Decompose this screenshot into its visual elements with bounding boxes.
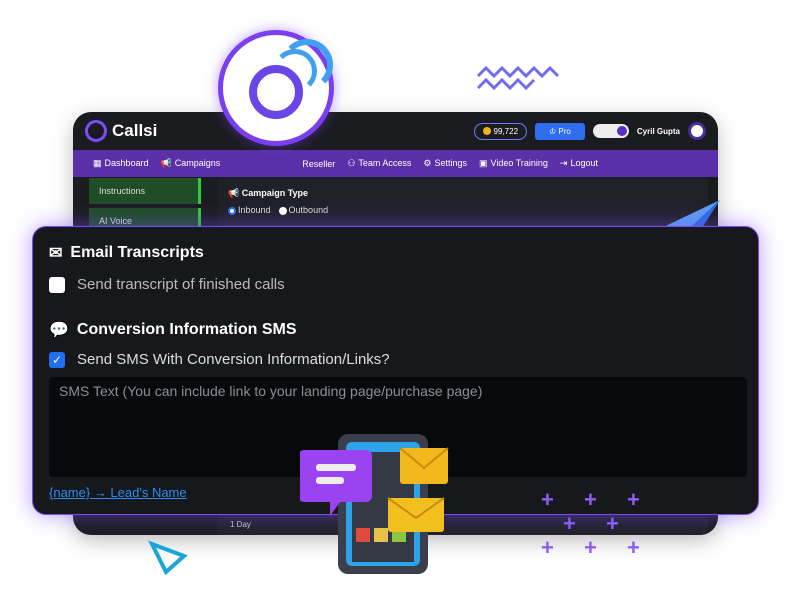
brand-logo[interactable]: Callsi [85, 120, 157, 142]
checkbox-label: Send SMS With Conversion Information/Lin… [77, 351, 390, 368]
radio-outbound[interactable]: Outbound [278, 205, 329, 215]
nav-reseller[interactable]: Reseller [302, 159, 335, 169]
conversion-sms-heading: 💬 Conversion Information SMS [49, 320, 297, 340]
logout-icon: ⇥ [559, 158, 568, 168]
checkbox-label: Send transcript of finished calls [77, 276, 285, 293]
email-transcripts-heading: ✉ Email Transcripts [49, 243, 204, 263]
signal-icon [281, 39, 333, 91]
nav-label: Video Training [490, 158, 548, 168]
envelope-icon: ✉ [49, 245, 63, 262]
radio-label: Inbound [238, 205, 271, 215]
transcript-checkbox[interactable]: Send transcript of finished calls [49, 276, 285, 293]
grid-icon: ▦ [93, 158, 102, 168]
team-icon: ⚇ [347, 158, 356, 168]
nav-label: Logout [570, 158, 598, 168]
radio-inbound[interactable]: Inbound [228, 205, 271, 215]
avatar[interactable] [688, 122, 706, 140]
nav-label: Reseller [302, 158, 336, 169]
gear-icon: ⚙ [423, 158, 432, 168]
name-variable-link[interactable]: {name} → Lead's Name [49, 485, 187, 500]
nav-bar: ▦Dashboard 📢Campaigns Reseller ⚇Team Acc… [73, 150, 718, 177]
dark-mode-toggle[interactable] [592, 124, 629, 138]
pro-button[interactable]: ♔ Pro [535, 122, 585, 140]
heading-text: Conversion Information SMS [76, 321, 297, 338]
campaign-type-text: Campaign Type [241, 188, 309, 198]
callsi-logo-badge [218, 30, 334, 146]
radio-dot [278, 206, 287, 215]
pro-label: Pro [558, 126, 571, 136]
nav-video-training[interactable]: ▣Video Training [479, 158, 548, 169]
nav-logout[interactable]: ⇥Logout [560, 158, 598, 169]
megaphone-icon: 📢 [160, 158, 172, 168]
credits-value: 99,722 [493, 126, 519, 136]
coin-icon [482, 127, 491, 135]
radio-dot [228, 206, 236, 215]
chat-icon: 💬 [49, 322, 69, 339]
triangle-decoration [148, 540, 188, 576]
campaign-type-label: 📢 Campaign Type [228, 188, 309, 198]
radio-label: Outbound [288, 205, 329, 215]
checkbox-box [49, 276, 65, 293]
header: Callsi 99,722 ♔ Pro Cyril Gupta [73, 112, 718, 150]
checkmark-icon: ✓ [49, 351, 65, 368]
phone-logo-icon [85, 120, 107, 142]
brand-name: Callsi [112, 121, 158, 140]
user-name: Cyril Gupta [636, 126, 680, 136]
sidebar-item-instructions[interactable]: Instructions [89, 178, 201, 204]
phone-messages-illustration [300, 434, 449, 574]
sms-checkbox[interactable]: ✓ Send SMS With Conversion Information/Li… [49, 351, 390, 368]
nav-settings[interactable]: ⚙Settings [423, 158, 467, 169]
nav-label: Settings [434, 158, 468, 168]
heading-text: Email Transcripts [70, 244, 204, 261]
nav-team-access[interactable]: ⚇Team Access [347, 158, 411, 169]
nav-dashboard[interactable]: ▦Dashboard [93, 158, 149, 169]
video-icon: ▣ [479, 158, 488, 168]
duration-select[interactable]: 1 Day [230, 520, 251, 529]
nav-label: Dashboard [104, 158, 149, 168]
zigzag-decoration [476, 65, 560, 91]
nav-campaigns[interactable]: 📢Campaigns [161, 158, 221, 169]
nav-label: Campaigns [174, 158, 221, 168]
nav-label: Team Access [358, 158, 412, 168]
credits-badge[interactable]: 99,722 [473, 122, 528, 140]
